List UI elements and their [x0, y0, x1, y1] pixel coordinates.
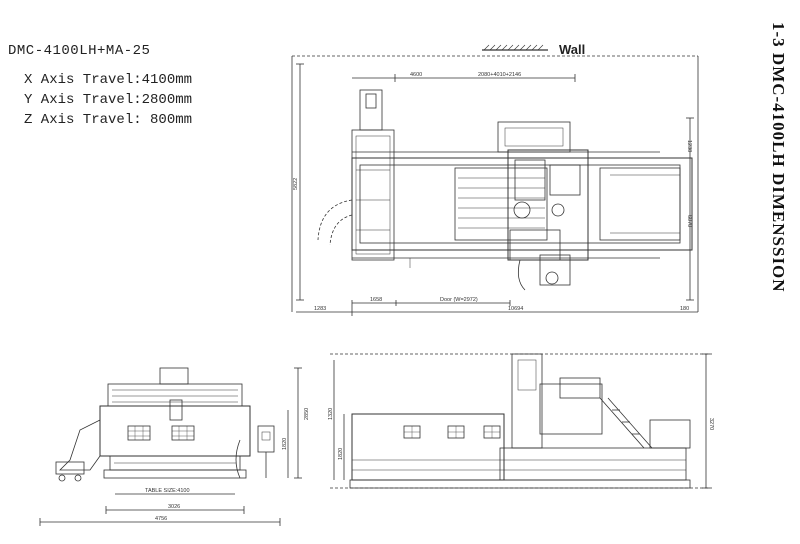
dim-top-overall: 10694 [508, 306, 523, 312]
spec-z-travel: Z Axis Travel: 800mm [24, 112, 193, 128]
dim-left-vert: 5822 [293, 178, 299, 190]
dim-br-left: 1320 [328, 408, 334, 420]
model-title: DMC-4100LH+MA-25 [8, 43, 151, 59]
spec-list: X Axis Travel:4100mm Y Axis Travel:2800m… [24, 70, 192, 130]
dim-bl-height2: 1820 [282, 438, 288, 450]
side-title: 1-3 DMC-4100LH DIMENSSION [769, 22, 788, 293]
dim-bl-table: TABLE SIZE:4100 [145, 488, 190, 494]
dim-right-vert2: 1238 [686, 140, 692, 152]
wall-label: Wall [559, 42, 586, 57]
dim-right-vert: 6070 [686, 215, 692, 227]
dim-bl-overall: 4756 [155, 516, 167, 522]
dim-top-right: 180 [680, 306, 689, 312]
dim-top-door: Door (W=2972) [440, 297, 478, 303]
spec-x-travel: X Axis Travel:4100mm [24, 72, 193, 88]
dim-upper: 2080+4010+2146 [478, 72, 521, 78]
dim-br-height2: 1820 [338, 448, 344, 460]
dim-br-height: 3270 [708, 418, 714, 430]
plan-view: 4600 2080+4010+2146 5822 6070 1238 [291, 44, 699, 316]
side-view: 1320 1820 3270 [328, 353, 714, 489]
dim-4600: 4600 [410, 72, 422, 78]
dim-top-1658: 1658 [370, 297, 382, 303]
spec-y-travel: Y Axis Travel:2800mm [24, 92, 193, 108]
dim-bl-height: 2850 [304, 408, 310, 420]
front-view: TABLE SIZE:4100 3026 4756 2850 1820 [39, 367, 310, 526]
dim-top-left: 1283 [314, 306, 326, 312]
dim-bl-width: 3026 [168, 504, 180, 510]
